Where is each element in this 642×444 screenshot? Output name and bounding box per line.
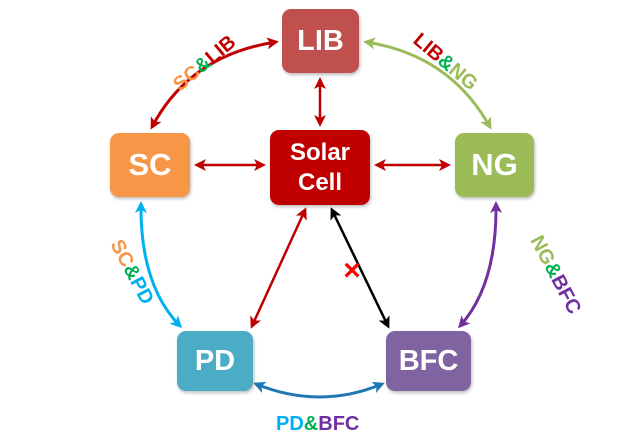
label-pd-bfc-amp: & bbox=[304, 413, 318, 435]
node-lib: LIB bbox=[282, 9, 359, 73]
label-pd-bfc-b: BFC bbox=[318, 413, 359, 435]
node-bfc: BFC bbox=[386, 331, 471, 391]
node-bfc-label: BFC bbox=[398, 344, 459, 377]
cross-mark: × bbox=[343, 254, 361, 287]
arrow-pd-bfc bbox=[253, 381, 385, 399]
node-pd: PD bbox=[177, 331, 253, 391]
label-ng-bfc: NG&BFC bbox=[526, 232, 586, 318]
node-lib-label: LIB bbox=[297, 24, 344, 57]
node-ng: NG bbox=[455, 133, 534, 197]
arrow-solar-bfc bbox=[330, 207, 390, 329]
arrow-lib-ng bbox=[363, 37, 492, 130]
label-pd-bfc: PD&BFC bbox=[276, 413, 359, 435]
label-sc-lib: SC&LIB bbox=[169, 31, 240, 96]
label-ng-bfc-b: BFC bbox=[546, 271, 585, 318]
node-sc-label: SC bbox=[128, 147, 172, 182]
label-lib-ng: LIB&NG bbox=[409, 29, 482, 95]
node-solar-label-line2: Cell bbox=[297, 168, 342, 196]
node-solar-cell: Solar Cell bbox=[270, 130, 370, 205]
label-pd-bfc-a: PD bbox=[276, 413, 304, 435]
node-ng-label: NG bbox=[471, 147, 518, 182]
node-solar-label-line1: Solar bbox=[289, 138, 351, 166]
arrow-sc-pd bbox=[134, 201, 183, 329]
arrow-ng-bfc bbox=[457, 201, 503, 329]
arrow-sc-lib bbox=[150, 37, 279, 130]
arrow-solar-pd bbox=[250, 207, 307, 329]
node-sc: SC bbox=[110, 133, 190, 197]
node-pd-label: PD bbox=[194, 344, 236, 377]
